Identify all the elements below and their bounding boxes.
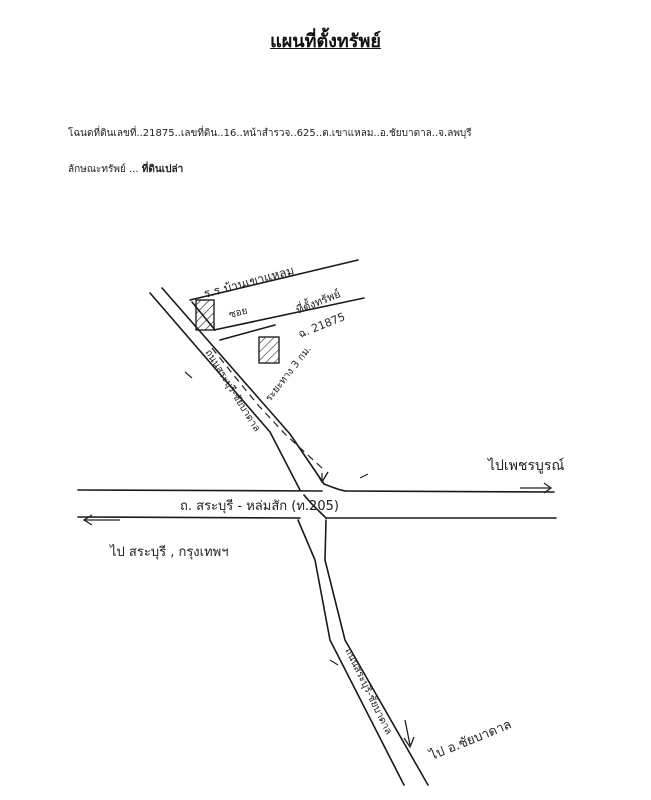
label-to-bottom: ไป อ.ชัยบาดาล <box>427 716 514 764</box>
arrow-down <box>403 719 415 749</box>
property-type-line: ลักษณะทรัพย์ ... ที่ดินเปล่า <box>68 162 183 177</box>
land-number: 16 <box>223 128 237 139</box>
road-ticks <box>184 371 369 666</box>
location-text: ..ต.เขาแหลม..อ.ชัยบาดาล..จ.ลพบุรี <box>315 128 472 139</box>
main-road-lower-edge <box>77 516 557 519</box>
page-label: ..หน้าสำรวจ.. <box>236 128 297 139</box>
label-bottom-road: ถนนสระบุรี-ชัยบาดาล <box>342 646 394 736</box>
property-value: ที่ดินเปล่า <box>141 164 184 175</box>
main-road-upper-edge <box>77 489 555 493</box>
page-title: แผนที่ตั้งทรัพย์ <box>270 31 381 52</box>
upper-lane-bottom <box>213 297 365 331</box>
label-to-left: ไป สระบุรี , กรุงเทพฯ <box>109 544 229 560</box>
label-lane: ซอย <box>228 305 249 320</box>
land-label: ..เลขที่ดิน.. <box>174 128 224 139</box>
south-road-right-edge <box>324 519 429 786</box>
side-lane <box>219 324 276 341</box>
label-left-road: ถนนสระบุรี-ชัยบาดาล <box>202 347 262 434</box>
deed-number: 21875 <box>142 128 175 139</box>
deed-info-line: โฉนดที่ดินเลขที่..21875..เลขที่ดิน..16..… <box>68 126 472 141</box>
deed-prefix: โฉนดที่ดินเลขที่.. <box>68 128 143 139</box>
arrow-left <box>82 514 120 526</box>
junction-island <box>303 494 327 519</box>
label-main-road: ถ. สระบุรี - หล่มสัก (ท.205) <box>180 498 339 514</box>
subject-plot <box>258 336 280 364</box>
route-arrow-head <box>315 471 329 484</box>
school-plot <box>195 299 215 331</box>
upper-lane-top <box>189 259 359 301</box>
arrow-right <box>520 482 553 494</box>
south-road-left-edge <box>297 519 405 786</box>
nw-road-left-edge <box>149 292 301 491</box>
label-to-right: ไปเพชรบูรณ์ <box>487 457 564 474</box>
route-dashed-line <box>211 347 323 480</box>
nw-road-right-edge <box>161 287 325 485</box>
property-label: ลักษณะทรัพย์ ... <box>68 164 139 175</box>
label-top-road: ร.ร.บ้านเขาแหลม <box>202 263 295 301</box>
page-number: 625 <box>296 128 316 139</box>
junction-curve <box>323 483 346 492</box>
